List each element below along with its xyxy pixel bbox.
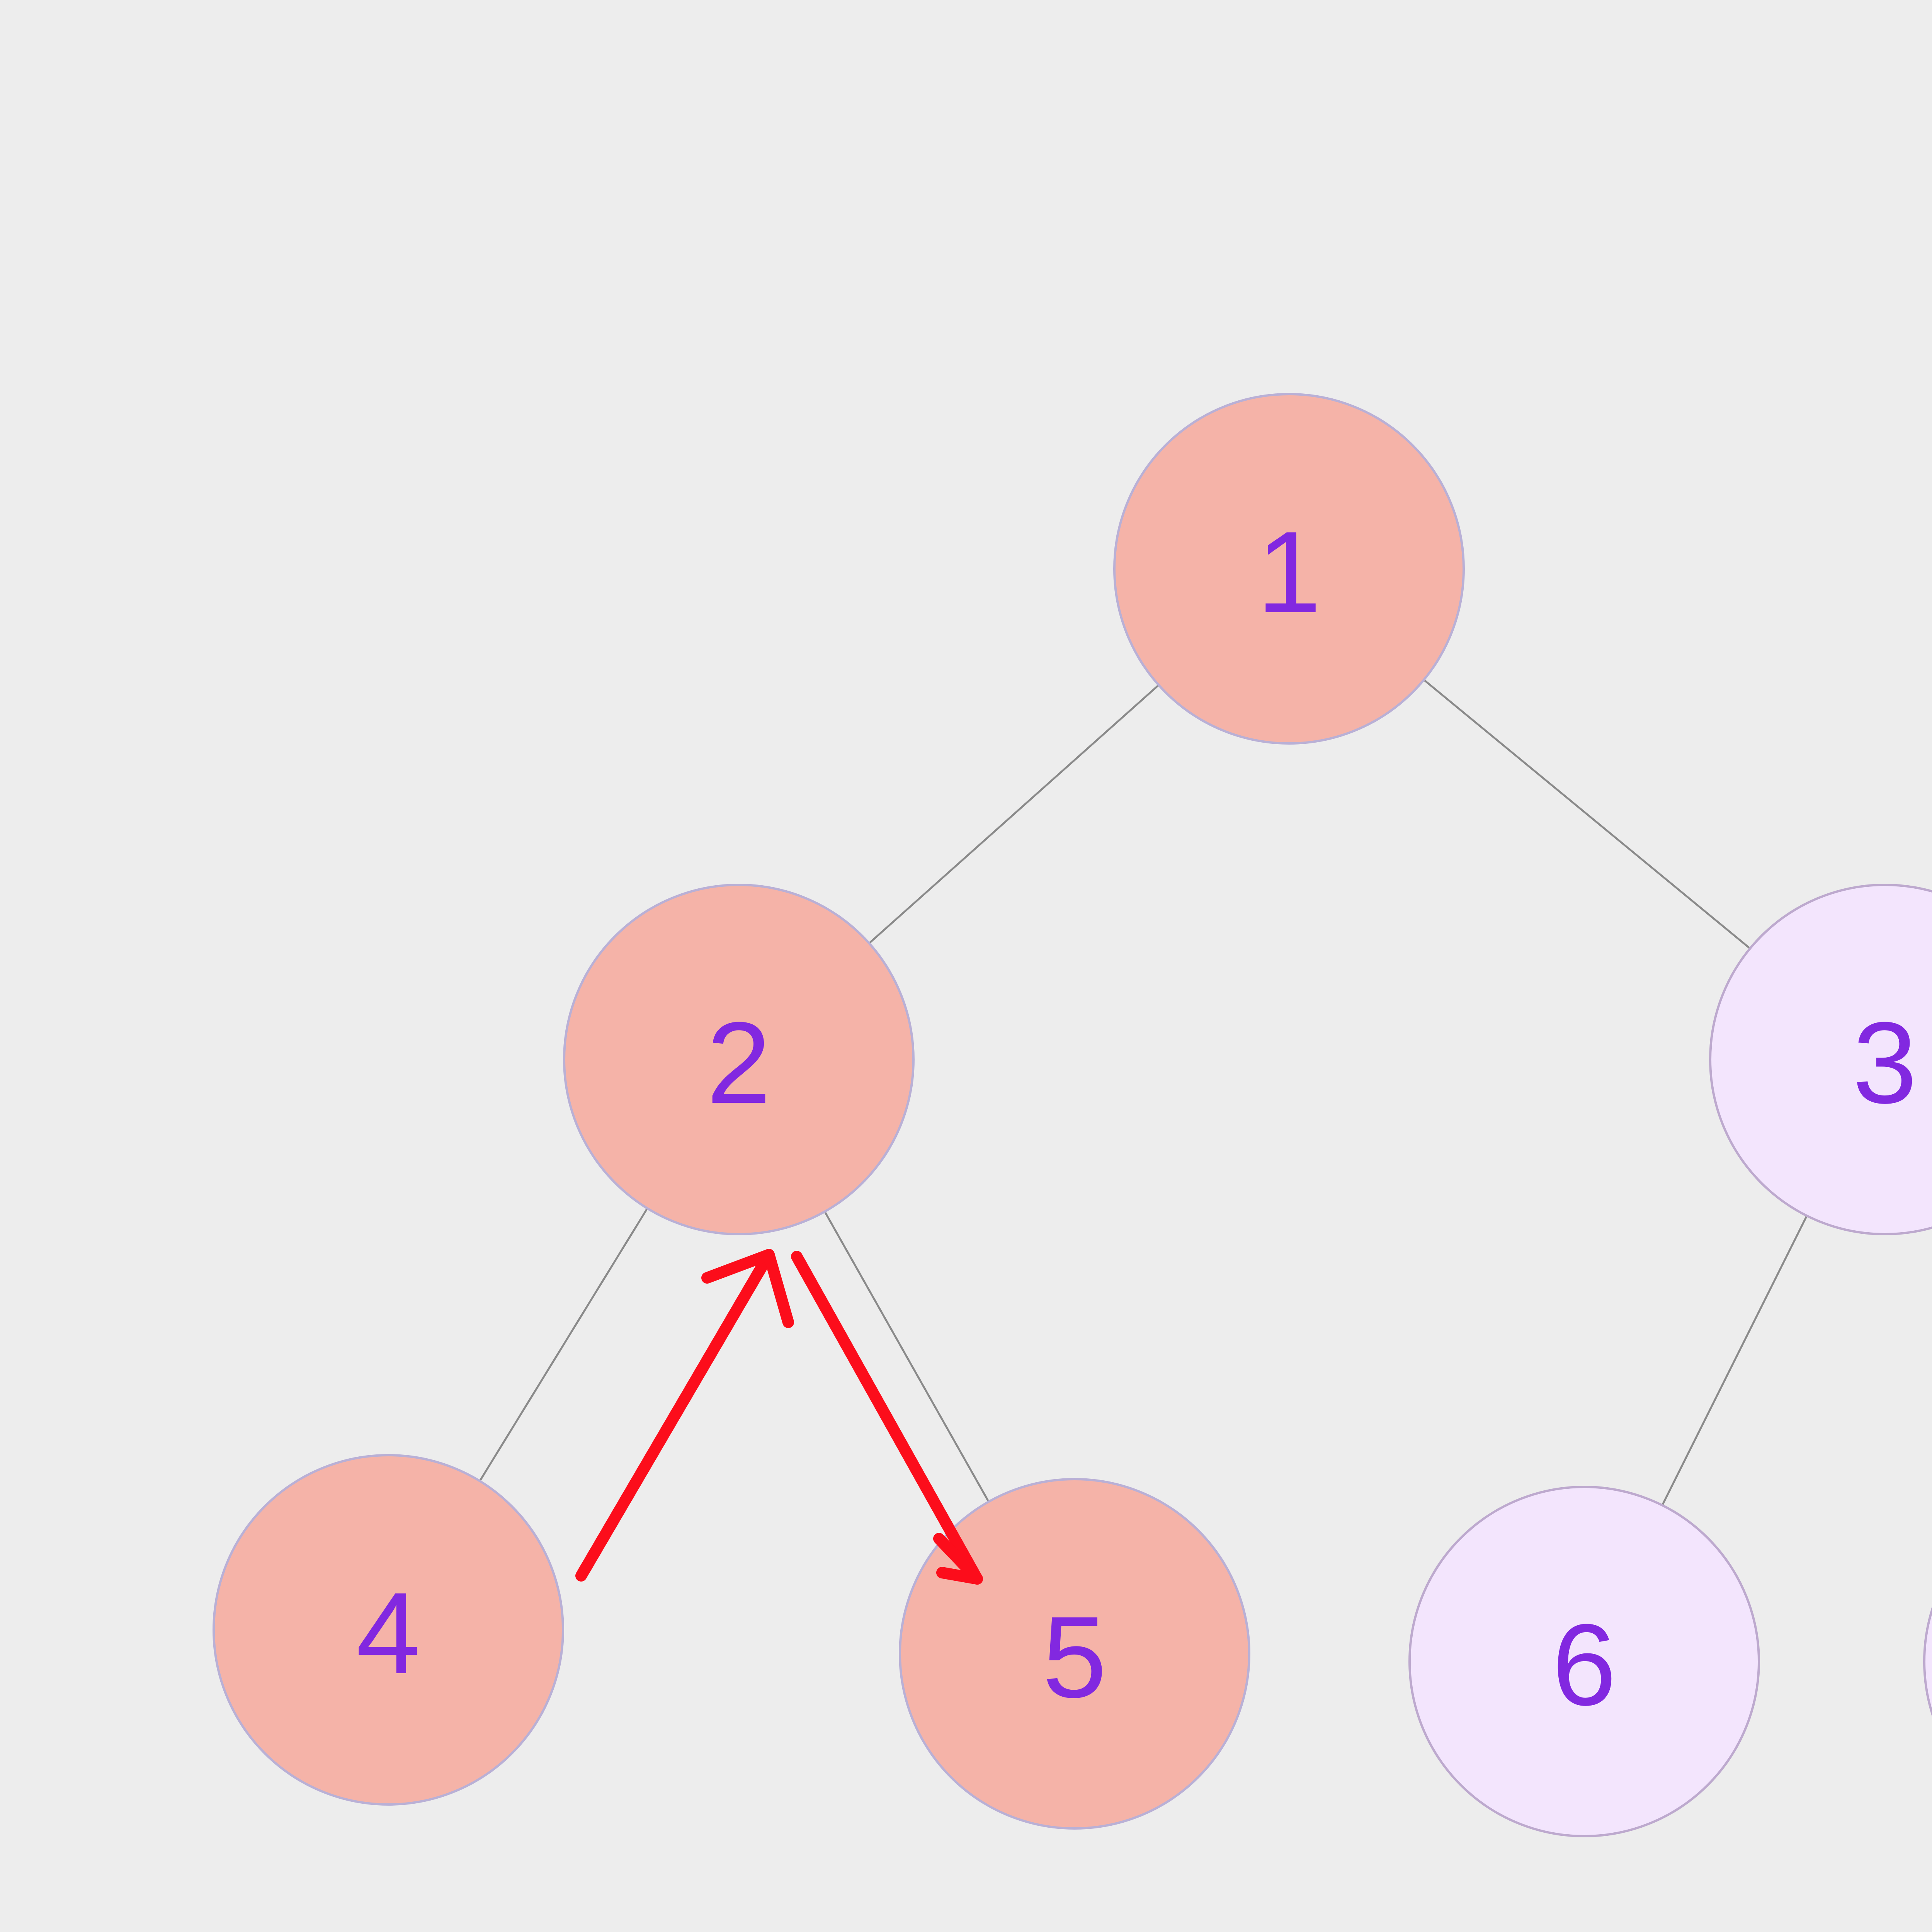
node-label-2: 2 — [707, 998, 771, 1128]
arrow-up-to-node-2 — [575, 1249, 794, 1582]
tree-edge-n2-n4 — [479, 1208, 648, 1482]
node-label-1: 1 — [1257, 507, 1321, 637]
arrow-down-to-node-5-shaft — [791, 1251, 983, 1585]
tree-edge-n3-n6 — [1661, 1215, 1808, 1506]
tree-node-5[interactable]: 5 — [899, 1478, 1250, 1830]
tree-node-2[interactable]: 2 — [563, 884, 915, 1235]
node-label-3: 3 — [1853, 998, 1917, 1128]
tree-edge-n2-n5 — [824, 1211, 990, 1502]
nodes-layer: 1 2 3 4 5 6 7 — [213, 393, 1932, 1837]
tree-node-1[interactable]: 1 — [1113, 393, 1465, 745]
tree-edge-n1-n3 — [1423, 679, 1751, 949]
tree-node-4[interactable]: 4 — [213, 1454, 564, 1806]
node-label-4: 4 — [356, 1568, 421, 1698]
node-circle-4[interactable] — [213, 1454, 564, 1806]
tree-node-7[interactable]: 7 — [1923, 1487, 1932, 1836]
node-circle-3[interactable] — [1709, 884, 1932, 1235]
tree-node-3[interactable]: 3 — [1709, 884, 1932, 1235]
node-circle-5[interactable] — [899, 1478, 1250, 1830]
node-circle-6[interactable] — [1408, 1486, 1760, 1837]
edges-layer — [479, 679, 1808, 1506]
node-label-6: 6 — [1552, 1600, 1617, 1730]
arrow-down-to-node-5-head — [933, 1533, 983, 1585]
node-label-5: 5 — [1043, 1592, 1107, 1722]
node-circle-1[interactable] — [1113, 393, 1465, 745]
node-circle-7[interactable] — [1923, 1487, 1932, 1836]
arrow-up-to-node-2-shaft — [575, 1249, 775, 1582]
arrow-down-to-node-5 — [791, 1251, 983, 1585]
tree-edge-n1-n2 — [868, 684, 1160, 944]
annotations-layer — [575, 1249, 983, 1585]
arrow-up-to-node-2-head — [701, 1249, 794, 1328]
node-circle-2[interactable] — [563, 884, 915, 1235]
tree-node-6[interactable]: 6 — [1408, 1486, 1760, 1837]
